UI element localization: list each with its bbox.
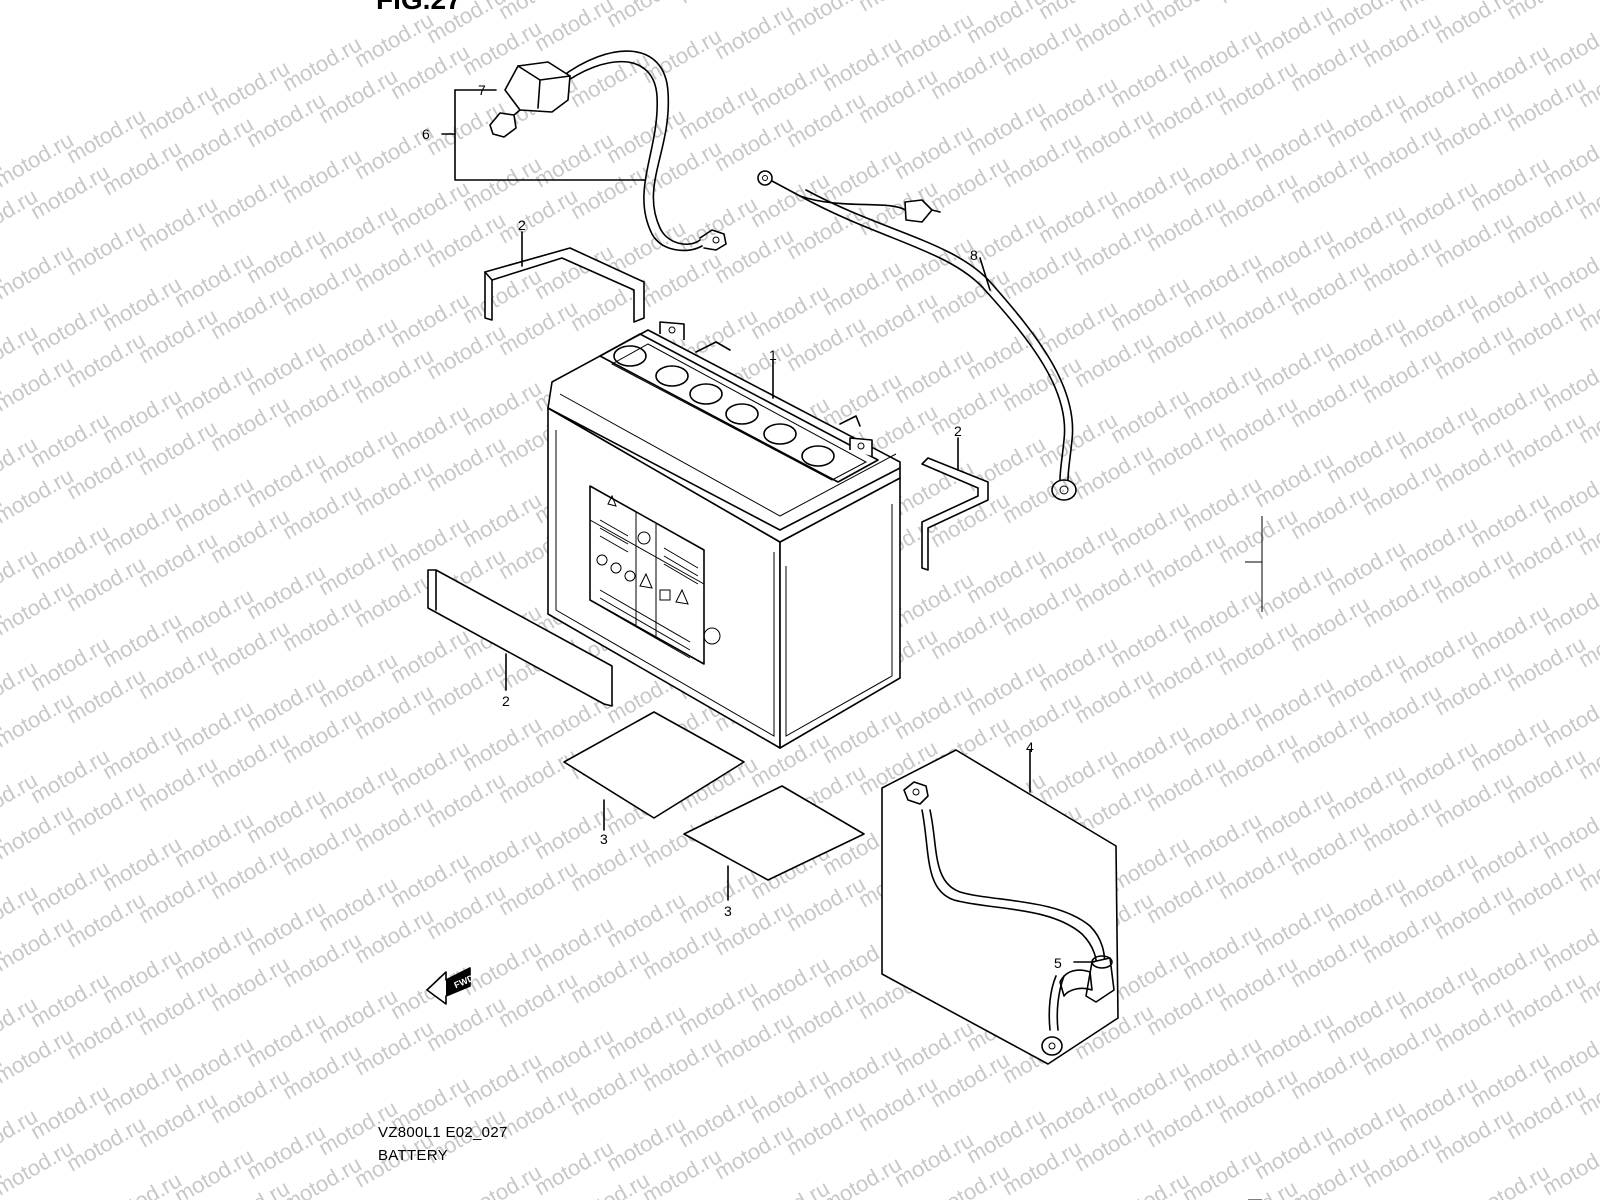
battery-cells (613, 345, 835, 467)
callout-4: 4 (1026, 739, 1034, 755)
part-4-cover-box[interactable] (881, 749, 1119, 1065)
lead-cable-outer (559, 50, 701, 245)
ground-upper-ring (757, 170, 773, 186)
battery-terminal-positive (849, 437, 873, 456)
callout-2-top: 2 (518, 217, 526, 233)
callout-5: 5 (1054, 955, 1062, 971)
battery-top-lid (547, 329, 901, 543)
part-8-ground-lead[interactable] (757, 170, 1077, 501)
fwd-arrow-icon: FWD (426, 967, 476, 1005)
battery-terminal-negative (659, 321, 685, 340)
cover-upper-terminal (903, 781, 929, 805)
part-2-pad-front[interactable] (427, 569, 613, 707)
part-1-battery[interactable] (547, 321, 901, 749)
battery-warning-label (589, 485, 721, 665)
part-6-starter-lead[interactable] (441, 50, 727, 252)
callout-2-front: 2 (502, 693, 510, 709)
callout-2-right: 2 (954, 423, 962, 439)
cover-cable-inner (929, 809, 1106, 969)
part-3-plate-right[interactable] (683, 785, 865, 901)
diagram-code: VZ800L1 E02_027 (378, 1124, 508, 1141)
lead-ring-terminal (699, 229, 727, 251)
callout-1: 1 (769, 347, 777, 363)
lead-ring-hole (712, 236, 720, 244)
ground-lower-ring (1051, 479, 1077, 501)
lead-cable-inner (559, 60, 703, 252)
part-2-pad-right[interactable] (921, 437, 989, 571)
part-3-plate-left[interactable] (563, 711, 745, 831)
bracket-line-6 (454, 89, 646, 181)
ground-upper-wire (771, 180, 906, 211)
callout-6: 6 (422, 126, 430, 142)
callout-8: 8 (970, 247, 978, 263)
margin-marks (1245, 516, 1263, 1200)
callout-7: 7 (478, 82, 486, 98)
figure-title: FIG.27 (376, 0, 462, 16)
ground-main-wire-2 (805, 189, 1074, 481)
diagram-name: BATTERY (378, 1147, 448, 1164)
callout-3-left: 3 (600, 831, 608, 847)
part-2-pad-top-left[interactable] (484, 231, 645, 323)
ground-main-wire (799, 195, 1066, 481)
leader-8 (979, 257, 991, 291)
cover-cable-outer (921, 809, 1098, 973)
cover-lower-ring (1041, 1036, 1063, 1056)
part-7-lead-cap[interactable] (489, 61, 571, 138)
part-5-terminal-cap[interactable] (1059, 955, 1115, 1003)
callout-3-right: 3 (724, 903, 732, 919)
ground-connector (904, 199, 933, 223)
